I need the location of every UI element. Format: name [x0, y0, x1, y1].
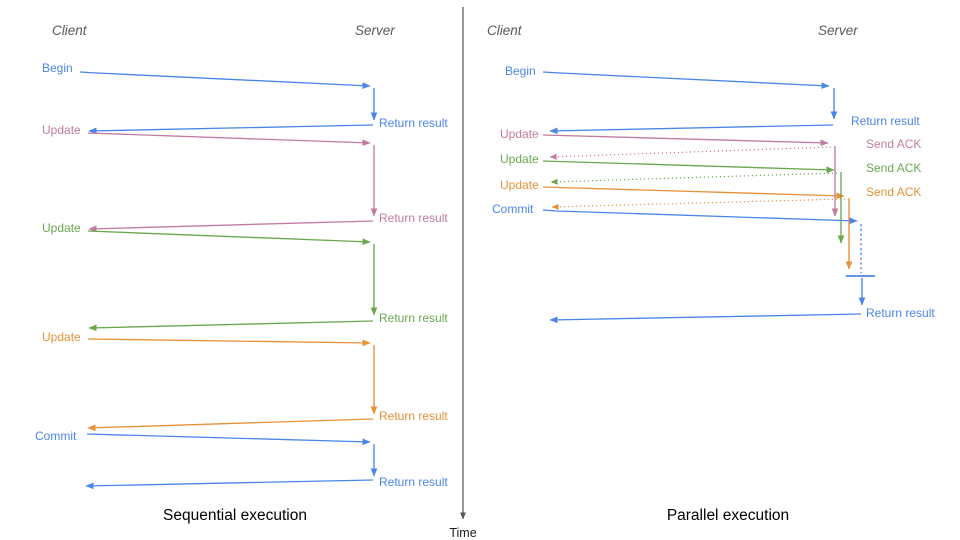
server-header: Server	[818, 23, 858, 38]
parallel-panel: Client Server Begin Return result Update…	[487, 23, 935, 524]
response-line	[85, 479, 374, 490]
request-line	[87, 132, 371, 147]
request-line	[87, 338, 371, 347]
message-label: Begin	[505, 64, 536, 78]
flow-begin: Begin Return result	[42, 61, 448, 135]
ack-line	[549, 146, 832, 160]
flow-update-3: Update Return result	[42, 330, 448, 432]
response-label: Return result	[866, 306, 935, 320]
flow-update-1: Update Send ACK	[500, 127, 921, 160]
request-line	[87, 230, 371, 246]
message-label: Update	[500, 127, 539, 141]
client-header: Client	[52, 23, 88, 38]
response-line	[88, 220, 374, 233]
response-line	[549, 313, 862, 324]
request-line	[542, 186, 845, 200]
flow-update-2: Update Return result	[42, 221, 448, 332]
response-line	[88, 124, 374, 135]
panel-title: Parallel execution	[667, 507, 789, 524]
request-line	[542, 209, 858, 225]
message-label: Begin	[42, 61, 73, 75]
response-label: Send ACK	[866, 161, 921, 175]
client-header: Client	[487, 23, 523, 38]
message-label: Update	[42, 330, 81, 344]
time-axis: Time	[449, 7, 477, 540]
ack-line	[550, 172, 838, 185]
message-label: Update	[42, 221, 81, 235]
flow-update-1: Update Return result	[42, 123, 448, 233]
sequential-panel: Client Server Begin Return result Update…	[35, 23, 448, 524]
response-line	[549, 124, 834, 135]
flow-commit: Commit	[492, 202, 862, 273]
response-line	[88, 320, 374, 332]
request-line	[86, 433, 371, 446]
response-label: Return result	[379, 311, 448, 325]
request-line	[542, 71, 830, 90]
commit-completion: Return result	[549, 275, 935, 324]
time-axis-label: Time	[449, 526, 476, 540]
panel-title: Sequential execution	[163, 507, 307, 524]
message-label: Update	[500, 152, 539, 166]
message-label: Commit	[492, 202, 534, 216]
response-line	[87, 418, 374, 432]
request-line	[542, 134, 829, 147]
response-label: Send ACK	[866, 185, 921, 199]
request-line	[79, 71, 371, 90]
response-label: Return result	[379, 116, 448, 130]
flow-begin: Begin Return result	[505, 64, 920, 135]
response-label: Return result	[379, 409, 448, 423]
request-line	[542, 160, 835, 174]
response-label: Return result	[379, 475, 448, 489]
flow-commit: Commit Return result	[35, 429, 448, 490]
server-header: Server	[355, 23, 395, 38]
flow-update-2: Update Send ACK	[500, 152, 921, 185]
response-label: Send ACK	[866, 137, 921, 151]
response-label: Return result	[379, 211, 448, 225]
response-label: Return result	[851, 114, 920, 128]
message-label: Commit	[35, 429, 77, 443]
flow-update-3: Update Send ACK	[500, 178, 921, 210]
message-label: Update	[500, 178, 539, 192]
ack-line	[551, 198, 846, 210]
message-label: Update	[42, 123, 81, 137]
